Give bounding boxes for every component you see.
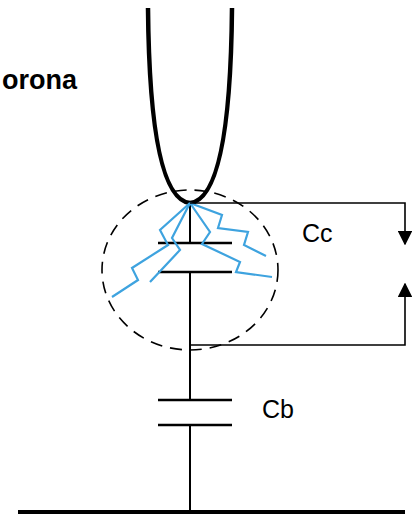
discharge-streaks [112,203,272,297]
capacitor-symbol [158,243,232,272]
voltage-bracket [190,203,405,345]
figure-title: orona [2,66,77,96]
needle-electrode [148,8,232,203]
capacitor-label: Cc [302,220,333,248]
ground-line [18,510,405,514]
capacitor-label: Cb [262,396,294,424]
capacitor-symbol [158,400,232,425]
circuit-wires [189,203,191,512]
